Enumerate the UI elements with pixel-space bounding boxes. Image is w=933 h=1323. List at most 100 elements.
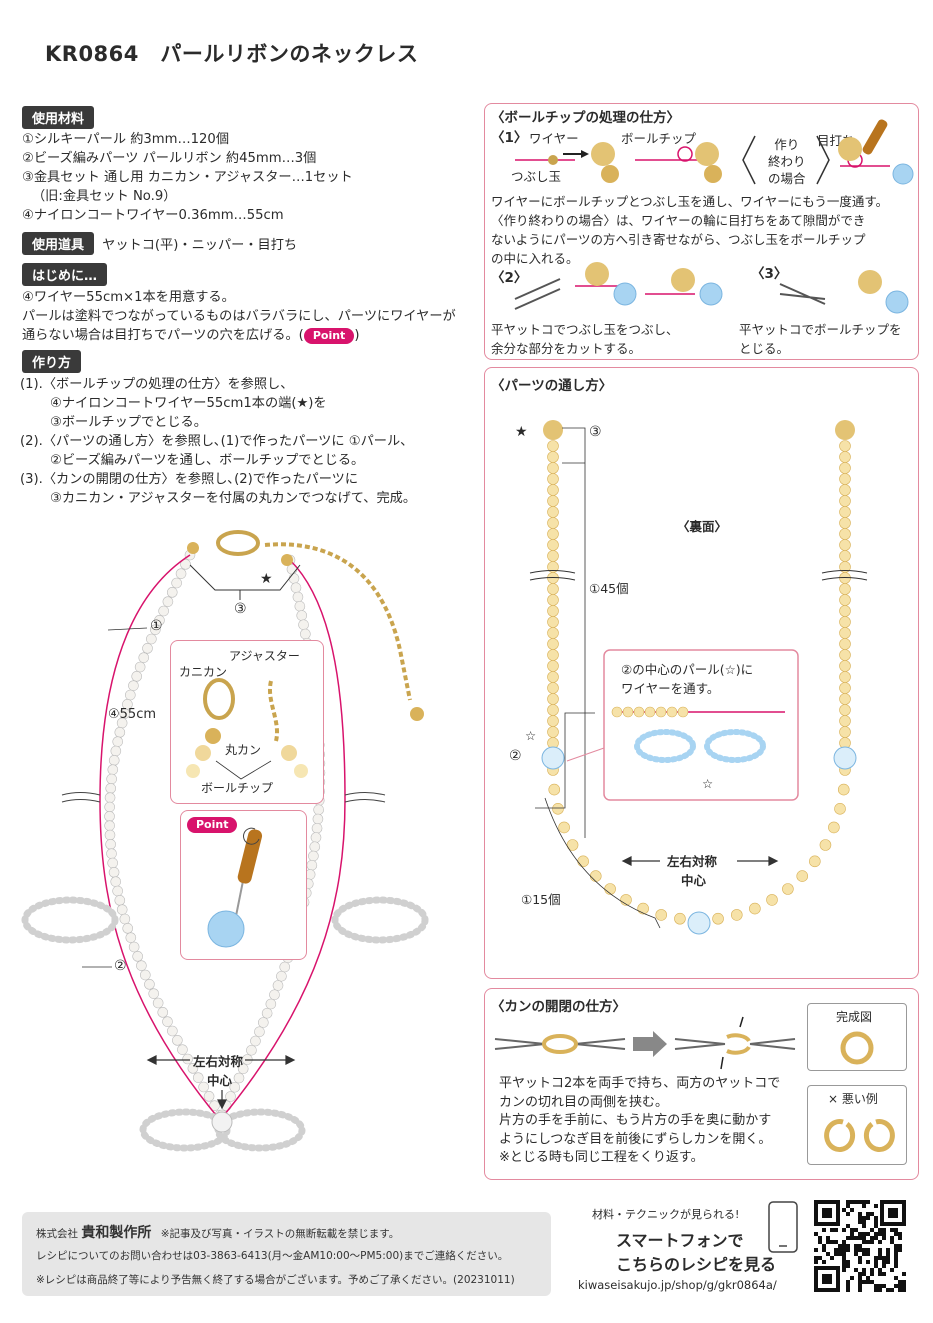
ballchip-step1: 〈1〉 [491,130,528,146]
pearl-bead [547,528,559,540]
pearl-column-left [547,440,559,749]
pearl-bead [749,902,761,915]
tools-text: ヤットコ(平)・ニッパー・目打ち [102,238,298,253]
done-label: 完成図 [836,1010,873,1024]
desc-line: ようにしつなぎ目を前後にずらしカンを開く。 [499,1131,772,1147]
material-item: ③金具セット 通し用 カニカン・アジャスター…1セット [22,170,353,185]
pearl-bead [184,549,196,561]
pearl-bead [290,582,302,594]
intro-line-with-point: 通らない場合は目打ちでパーツの穴を広げる。(Point) [22,326,456,345]
pearl-bead [254,1026,265,1038]
pearl-bead [547,616,559,628]
pearl-bead [298,619,309,631]
pearl-bead [839,671,851,683]
pearl-bead [839,550,851,562]
pearl-bead [796,870,809,882]
callout-line: ②の中心のパール(☆)に [621,662,754,677]
pearl-bead [604,883,616,895]
point-callout: Point [180,810,307,960]
kan-box: 〈カンの開閉の仕方〉 平ヤットコ2本を両手で持ち、両方のヤットコで カンの切れ目… [484,988,919,1180]
step-line: ③カニカン・アジャスターを付属の丸カンでつなげて、完成。 [50,491,417,506]
desc-line: 〈作り終わりの場合〉は、ワイヤーの輪に目打ちをあて隙間ができ [491,213,866,228]
pearl-bead [294,600,306,612]
steps-tag: 作り方 [22,350,82,373]
pearl-bead [128,941,140,953]
tools-tag: 使用道具 [22,232,95,255]
pearl-bead [128,680,139,691]
pearl-bead [312,813,324,825]
pearl-bead [547,517,559,529]
pearl-bead [730,909,743,921]
point-badge: Point [303,328,355,344]
pearl-bead [547,693,559,705]
pearl-bead [105,839,116,850]
pearl-bead [547,484,559,496]
pearl-bead [125,932,137,943]
pearl-bead [233,1072,245,1084]
smart-top: 材料・テクニックが見られる! [592,1208,740,1221]
kan-desc: 平ヤットコ2本を両手で持ち、両方のヤットコで カンの切れ目の両側を挟む。 片方の… [499,1075,780,1168]
step-line: ③ボールチップでとじる。 [50,415,207,430]
pearl-bead [644,706,656,718]
pearl-bead [192,1072,204,1083]
pearl-bead [566,839,579,851]
pearl-bead [225,1091,236,1102]
pearl-bead [250,1035,261,1047]
smart-url[interactable]: kiwaseisakujo.jp/shop/g/gkr0864a/ [578,1278,777,1292]
pearl-bead [828,821,840,834]
pearl-bead [258,1017,269,1028]
pearl-bead [637,902,649,915]
end-case-label: 作り 終わり の場合 [768,136,806,187]
necklace-label-2: ② [114,958,127,974]
pearl-bead [288,573,300,584]
count-15: ①15個 [521,892,561,907]
desc-line: ワイヤーにボールチップとつぶし玉を通し、ワイヤーにもう一度通す。 [491,194,889,209]
pearl-bead [589,870,602,882]
pearl-bead [839,627,851,639]
pearl-bead [547,539,559,551]
pearl-bead [547,506,559,518]
pearl-bead [633,706,645,718]
pearl-bead [313,804,324,816]
pearl-bead [119,913,131,925]
footer-notice: ※記事及び写真・イラストの無断転載を禁じます。 [160,1228,400,1240]
pearl-bead [839,594,851,606]
pearl-bead [162,1016,173,1027]
paren-close: ) [354,328,360,343]
pearl-bead [105,783,117,794]
necklace-label-3: ③ [234,601,247,617]
desc-line: 片方の手を手前に、もう片方の手を奥に動かす [499,1113,772,1128]
pearl-bead [144,979,155,990]
pearl-bead [125,689,136,701]
done-panel: 完成図 [807,1003,907,1071]
pearl-bead [547,451,559,463]
pearl-bead [547,715,559,727]
pearl-bead [782,883,794,895]
necklace-label-1: ① [150,618,163,634]
step-line: (3).〈カンの開閉の仕方〉を参照し､(2)で作ったパーツに [20,472,359,487]
necklace-label-wire: ④55cm [108,707,157,722]
desc-line: 余分な部分をカットする。 [491,341,642,356]
ballchip-desc: ワイヤーにボールチップとつぶし玉を通し、ワイヤーにもう一度通す。 〈作り終わりの… [491,192,888,268]
pearl-bead [677,706,689,718]
pearl-bead [839,682,851,694]
pearl-bead [242,1054,253,1065]
pearl-bead [839,473,851,485]
parts-label-2: ② [509,748,522,764]
desc-line: カンの切れ目の両側を挟む。 [499,1094,669,1110]
pearl-bead [146,633,157,645]
label-adjuster: アジャスター [229,649,300,663]
footer-end: ※レシピは商品終了等により予告無く終了する場合がございます。予めご了承ください。… [36,1274,515,1286]
ballchip-box: 〈ボールチップの処理の仕方〉 〈1〉 ワイヤー ボールチップ つぶし玉 作り 終… [484,103,919,360]
desc-line: ないようにパーツの方へ引き寄せながら、つぶし玉をボールチップ [491,232,866,247]
pearl-bead [674,912,686,925]
pearl-bead [547,594,559,606]
end-case-line: 作り [774,137,800,152]
company-prefix: 株式会社 [36,1228,78,1240]
bow-center [139,1108,306,1152]
pearl-bead [547,462,559,474]
qr-code-icon[interactable] [814,1200,906,1292]
pearl-bead [209,1100,220,1111]
back-label: 〈裏面〉 [677,519,728,534]
pearl-bead [175,568,187,579]
